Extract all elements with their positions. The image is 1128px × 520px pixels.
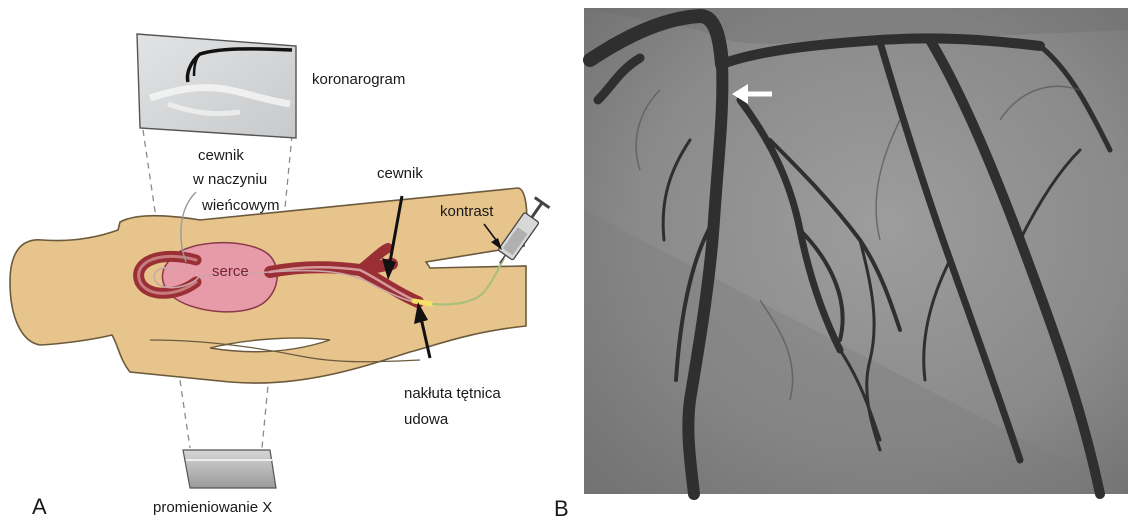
- panel-a: koronarogram cewnik w naczyniu wieńcowym…: [10, 34, 549, 519]
- label-catheter-vessel-2: w naczyniu: [192, 171, 267, 188]
- label-artery-2: udowa: [404, 411, 449, 428]
- panel-letter-a: A: [32, 494, 47, 519]
- label-contrast: kontrast: [440, 203, 494, 220]
- label-catheter: cewnik: [377, 165, 423, 182]
- label-catheter-vessel-3: wieńcowym: [201, 197, 280, 214]
- label-catheter-vessel-1: cewnik: [198, 147, 244, 164]
- panel-b: B: [554, 8, 1128, 520]
- label-heart: serce: [212, 263, 249, 280]
- label-xray: promieniowanie X: [153, 499, 272, 516]
- label-artery-1: nakłuta tętnica: [404, 385, 501, 402]
- coronarogram-screen: [137, 34, 296, 138]
- label-coronarogram: koronarogram: [312, 71, 405, 88]
- sheath: [414, 301, 432, 304]
- panel-letter-b: B: [554, 496, 569, 520]
- xray-source: [183, 450, 276, 488]
